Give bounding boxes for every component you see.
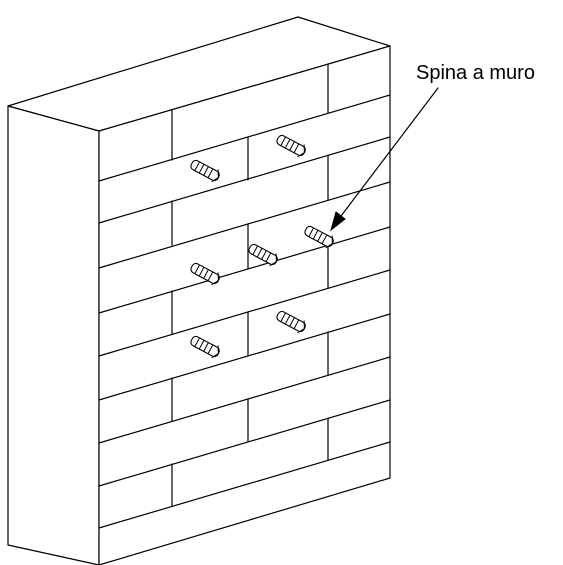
wall-plug-icon [304,225,334,249]
wall-plug-icon [190,262,220,286]
wall-side-face [7,105,100,565]
brick-joints [171,63,329,507]
callout-leader [330,87,439,232]
callout-label: Spina a muro [416,62,535,84]
wall-plug-icon [190,335,220,359]
wall-plug-icon [276,310,306,334]
wall-plug-icon [248,243,278,267]
wall-plug-icon [190,159,220,183]
arrow-head-icon [330,211,346,232]
wall-front-face [98,45,391,565]
wall-plug-anchors [190,134,334,359]
wall-plug-icon [276,134,306,158]
brick-courses [98,94,391,529]
